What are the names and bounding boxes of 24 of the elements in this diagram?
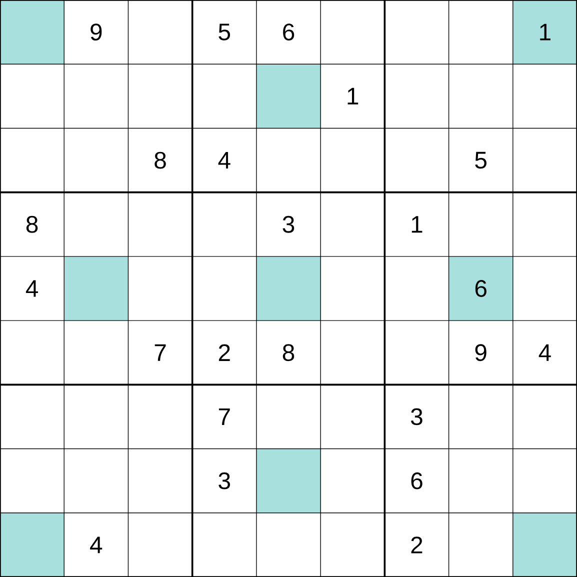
digit: 5 [475,152,486,169]
digit: 2 [411,536,422,554]
digit: 4 [90,536,102,554]
digit: 9 [90,24,102,41]
digit: 6 [283,24,294,41]
digit: 4 [26,280,38,297]
digit: 5 [218,24,230,40]
digit: 4 [538,344,551,361]
digit: 1 [412,216,422,233]
digit: 3 [282,216,294,233]
digit: 6 [411,472,422,490]
digit: 7 [218,408,230,425]
digit: 1 [540,24,550,40]
digit: 3 [410,408,422,426]
digit: 8 [282,344,294,362]
digit: 4 [218,152,230,168]
digit: 9 [475,344,486,362]
digit: 6 [475,280,486,297]
digit: 3 [218,472,230,490]
digit: 2 [218,344,230,361]
digit: 8 [154,152,166,169]
digit: 8 [26,216,38,233]
digit: 1 [348,88,358,104]
digit: 7 [154,344,166,361]
